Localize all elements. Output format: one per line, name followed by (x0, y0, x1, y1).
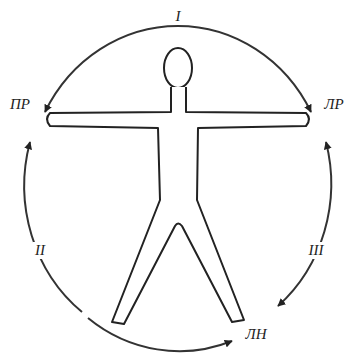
point-label: ПР (8, 96, 32, 113)
arc-number: II (33, 242, 47, 259)
motion-arc (24, 142, 82, 312)
arc-number: III (307, 242, 326, 259)
human-figure (47, 87, 309, 324)
motion-arc (278, 142, 331, 306)
figure-head (164, 48, 192, 88)
point-label: ЛН (244, 326, 269, 343)
arc-number: I (174, 8, 183, 25)
point-label: ЛР (322, 96, 345, 113)
motion-arc (88, 318, 232, 351)
